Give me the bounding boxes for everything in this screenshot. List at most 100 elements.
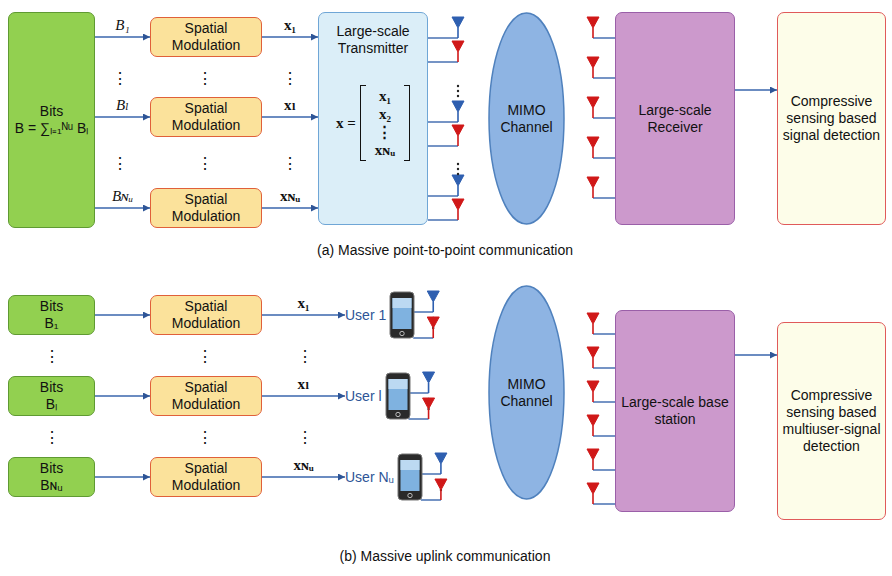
arrow-connector <box>262 476 345 478</box>
antenna-feed <box>428 195 458 196</box>
antenna-head <box>587 347 599 358</box>
antenna-feed <box>593 157 615 158</box>
node-text: MIMO Channel <box>491 102 562 136</box>
antenna-head <box>587 177 599 188</box>
antenna-feed <box>593 77 615 78</box>
spatial-modulation-box: Spatial Modulation <box>150 17 262 57</box>
spatial-modulation-box: Spatial Modulation <box>150 376 262 416</box>
antenna-dots <box>457 95 459 97</box>
phone-body <box>398 454 422 500</box>
antenna-head <box>452 41 464 52</box>
arrow-connector <box>735 89 777 91</box>
phone-body <box>390 292 414 338</box>
arrow-connector <box>262 207 318 209</box>
phone-body <box>386 373 410 419</box>
phone-screen-top <box>400 460 419 470</box>
edge-label: B₁ <box>115 17 129 34</box>
phone-button <box>395 412 399 416</box>
node-text: User Nᵤ <box>345 469 394 486</box>
node-text: Bₗ <box>46 396 57 413</box>
edge-label: Bₗ <box>116 96 129 114</box>
antenna-feed <box>428 37 458 38</box>
antenna-feed <box>593 117 615 118</box>
user-phone: User 1 <box>345 290 415 340</box>
antenna-dots <box>457 85 459 87</box>
channel-ellipse: MIMO Channel <box>488 285 565 500</box>
node-text: x = <box>336 114 356 132</box>
antenna-stem <box>592 28 594 38</box>
antenna-stem <box>592 188 594 198</box>
phone-screen-top <box>393 298 412 308</box>
antenna-stem <box>592 108 594 118</box>
phone-screen <box>388 379 407 410</box>
phone-screen <box>393 298 412 329</box>
antenna-head <box>587 381 599 392</box>
antenna-feed <box>593 435 615 436</box>
antenna-feed <box>413 337 433 338</box>
node-text: xɴᵤ <box>375 141 395 159</box>
antenna-head <box>587 137 599 148</box>
node-text: Spatial Modulation <box>154 460 258 494</box>
phone-icon <box>385 372 411 420</box>
spatial-modulation-box: Spatial Modulation <box>150 457 262 497</box>
spatial-modulation-box: Spatial Modulation <box>150 97 262 137</box>
phone-screen-top <box>388 379 407 389</box>
arrow-connector <box>95 36 150 38</box>
antenna-feed <box>428 121 458 122</box>
bits-box: BitsB₁ <box>8 295 95 335</box>
ellipsis-dots: ⋮ <box>297 347 313 366</box>
antenna-stem <box>592 426 594 436</box>
antenna-dots <box>457 90 459 92</box>
node-text: Compressive sensing based signal detecti… <box>781 93 882 143</box>
node-text: Large-scale base station <box>619 394 731 428</box>
antenna-stem <box>428 409 430 419</box>
antenna-head <box>427 317 439 328</box>
arrow-connector <box>95 116 150 118</box>
user-phone: User l <box>345 371 411 421</box>
antenna-feed <box>593 401 615 402</box>
node-text: Bits <box>40 379 63 396</box>
edge-label: x₁ <box>284 17 296 34</box>
edge-label: xɴᵤ <box>280 188 300 205</box>
ellipsis-dots: ⋮ <box>282 154 298 173</box>
antenna-feed <box>428 61 458 62</box>
node-text: ⋮ <box>377 123 392 141</box>
node-text: User l <box>345 388 382 405</box>
ellipsis-dots: ⋮ <box>44 428 60 447</box>
antenna-stem <box>457 112 459 122</box>
transmitter-box: Large-scale Transmitterx =x₁x₂⋮xɴᵤ <box>318 12 428 225</box>
ellipsis-dots: ⋮ <box>197 428 213 447</box>
antenna-head <box>452 175 464 186</box>
edge-label: xₗ <box>284 96 296 114</box>
bits-box: BitsBₗ <box>8 376 95 416</box>
node-text: B₁ <box>44 315 58 332</box>
antenna-head <box>452 199 464 210</box>
arrow-connector <box>95 207 150 209</box>
antenna-head <box>587 483 599 494</box>
node-text: Spatial Modulation <box>154 100 258 134</box>
node-text: Bɴᵤ <box>40 477 62 494</box>
antenna-feed <box>428 219 458 220</box>
receiver-box: Large-scale Receiver <box>615 12 735 225</box>
antenna-feed <box>593 367 615 368</box>
arrow-connector <box>262 314 345 316</box>
antenna-stem <box>457 52 459 62</box>
antenna-feed <box>421 473 441 474</box>
phone-button <box>400 331 404 335</box>
panel-caption: (a) Massive point-to-point communication <box>317 242 573 258</box>
ellipsis-dots: ⋮ <box>197 69 213 88</box>
node-text: Bits <box>40 103 63 120</box>
arrow-connector <box>735 354 777 356</box>
bits-box: BitsB = ∑ₗ₌₁ᴺᵘ Bₗ <box>8 12 95 228</box>
matrix-column: x₁x₂⋮xɴᵤ <box>370 85 400 161</box>
antenna-head <box>587 313 599 324</box>
matrix-bracket <box>404 85 410 161</box>
panel-caption: (b) Massive uplink communication <box>340 548 551 564</box>
antenna-dots <box>457 163 459 165</box>
spatial-modulation-box: Spatial Modulation <box>150 188 262 228</box>
arrow-connector <box>262 36 318 38</box>
antenna-feed <box>409 392 429 393</box>
arrow-connector <box>262 116 318 118</box>
node-text: User 1 <box>345 307 386 324</box>
